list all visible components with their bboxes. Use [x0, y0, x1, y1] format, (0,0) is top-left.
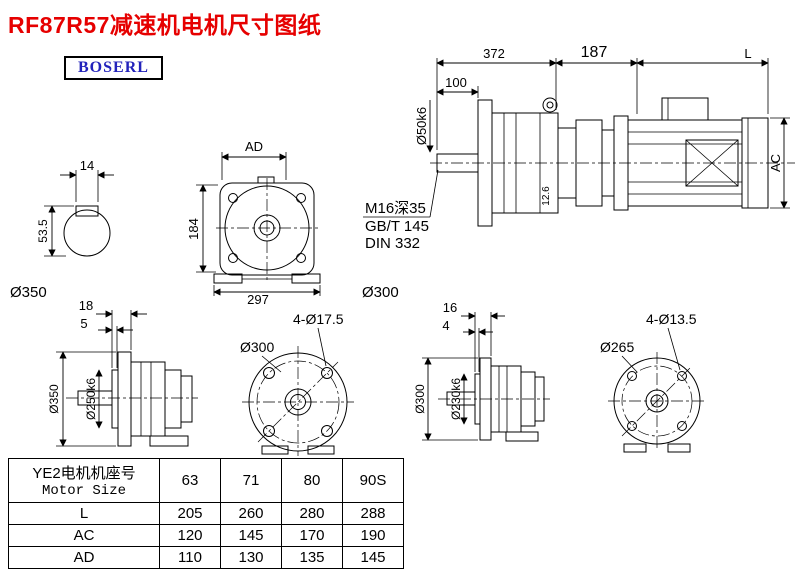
size-col-2: 71: [220, 458, 282, 503]
terminal-box: [661, 97, 709, 121]
cell-L-80: 280: [281, 502, 343, 525]
cell-AC-71: 145: [220, 524, 282, 547]
cell-L-63: 205: [159, 502, 221, 525]
lifting-eye-icon: [542, 97, 558, 113]
header-en: Motor Size: [41, 483, 126, 499]
cell-AD-80: 135: [281, 546, 343, 569]
thread-note-line2: GB/T 145: [365, 218, 429, 235]
main-view-dimensions: 372 187 L 100 Ø50k6 12.6 AC: [414, 44, 790, 209]
cell-AD-90S: 145: [342, 546, 404, 569]
flange-side-view-large: 18 5 Ø350 Ø250k6: [47, 298, 198, 447]
table-header-row: YE2电机机座号 Motor Size 63 71 80 90S: [8, 458, 404, 503]
flange-side-view-small: 16 4 Ø300 Ø230k6: [413, 300, 550, 442]
dim-14-label: 14: [80, 158, 94, 173]
dia-350-flange-label: Ø350: [47, 384, 61, 414]
cell-L-90S: 288: [342, 502, 404, 525]
thread-note: M16深35 GB/T 145 DIN 332: [363, 169, 439, 252]
dia-300-top-label: Ø300: [362, 284, 399, 301]
boserl-logo: BOSERL: [64, 56, 163, 80]
motor-size-header-cell: YE2电机机座号 Motor Size: [8, 458, 160, 503]
dim-184-label: 184: [186, 218, 201, 240]
dim-L-label: L: [744, 46, 751, 61]
dia-300-flange-label: Ø300: [240, 339, 274, 355]
dim-16-label: 16: [443, 300, 457, 315]
dim-5-label: 5: [80, 316, 87, 331]
holes-4-13-5-label: 4-Ø13.5: [646, 311, 697, 327]
motor-size-table: YE2电机机座号 Motor Size 63 71 80 90S L 205 2…: [8, 458, 404, 569]
cell-AD-71: 130: [220, 546, 282, 569]
cell-AD-63: 110: [159, 546, 221, 569]
dim-297-label: 297: [247, 292, 269, 307]
shaft-cross-section-view: 14 53.5: [36, 158, 114, 257]
flange-front-view-large: Ø300 4-Ø17.5: [240, 311, 354, 456]
flange-front-view-small: Ø265 4-Ø13.5: [600, 311, 706, 453]
dia-350-left-label: Ø350: [10, 284, 47, 301]
fan-cowl: [741, 117, 769, 209]
holes-4-17-5-label: 4-Ø17.5: [293, 311, 344, 327]
page-title: RF87R57减速机电机尺寸图纸: [8, 12, 322, 38]
size-col-4: 90S: [342, 458, 404, 503]
logo-text: BOSERL: [78, 59, 149, 76]
dim-53-5-label: 53.5: [36, 219, 50, 243]
dim-100-label: 100: [445, 75, 467, 90]
cell-AC-90S: 190: [342, 524, 404, 547]
cell-L-71: 260: [220, 502, 282, 525]
dim-AC-label: AC: [768, 154, 783, 172]
header-cn: YE2电机机座号: [32, 465, 136, 482]
dia-230k6-label: Ø230k6: [449, 378, 463, 420]
dim-372-label: 372: [483, 46, 505, 61]
shaft-diameter-label: Ø50k6: [414, 107, 429, 145]
dia-250k6-label: Ø250k6: [84, 378, 98, 420]
table-row-AD: AD 110 130 135 145: [8, 546, 404, 569]
main-assembly-side-view: [430, 97, 795, 227]
size-col-3: 80: [281, 458, 343, 503]
cell-AC-63: 120: [159, 524, 221, 547]
row-label-AC: AC: [8, 524, 160, 547]
dia-265-label: Ø265: [600, 339, 634, 355]
row-label-AD: AD: [8, 546, 160, 569]
gearbox-front-view: AD 184 297: [186, 139, 321, 307]
dim-18-label: 18: [79, 298, 93, 313]
dim-187-label: 187: [581, 44, 608, 61]
table-row-AC: AC 120 145 170 190: [8, 524, 404, 547]
table-row-L: L 205 260 280 288: [8, 502, 404, 525]
cell-AC-80: 170: [281, 524, 343, 547]
dim-4-label: 4: [442, 318, 449, 333]
row-label-L: L: [8, 502, 160, 525]
dim-AD-label: AD: [245, 139, 263, 154]
dia-300-side-label: Ø300: [413, 384, 427, 414]
dim-12-6-label: 12.6: [541, 186, 552, 206]
size-col-1: 63: [159, 458, 221, 503]
thread-note-line1: M16深35: [365, 200, 426, 217]
thread-note-line3: DIN 332: [365, 235, 420, 252]
